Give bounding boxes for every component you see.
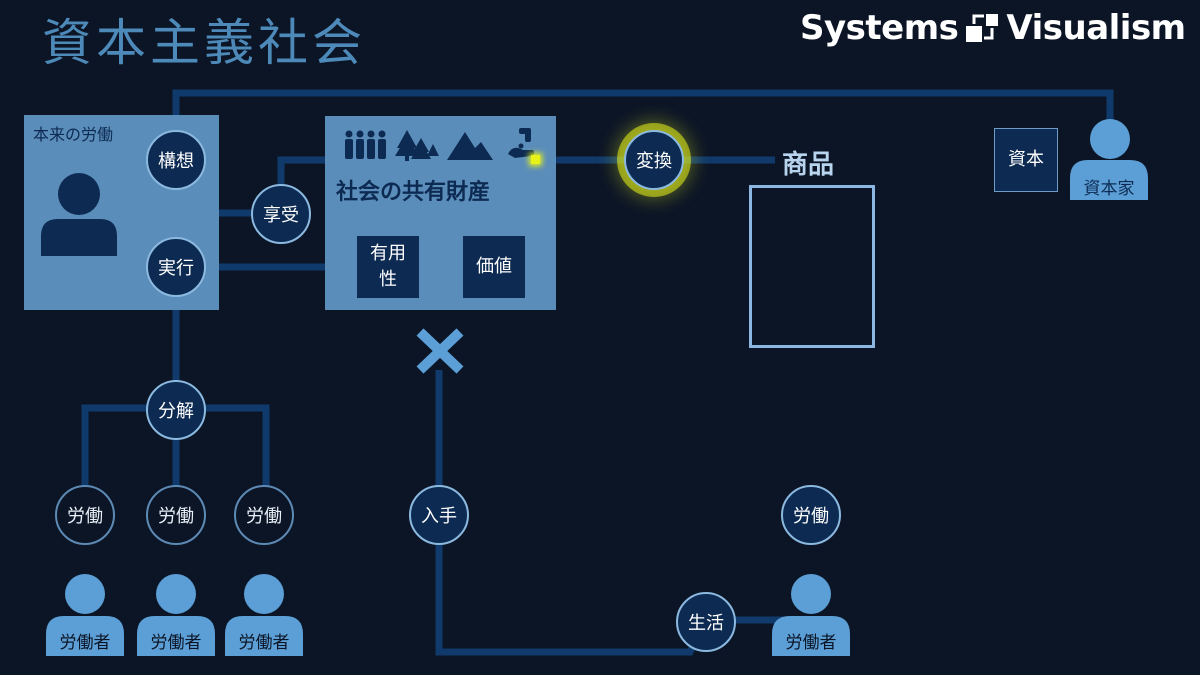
node-henkan: 変換 <box>624 130 684 190</box>
node-seikatsu: 生活 <box>676 592 736 652</box>
value-box: 価値 <box>463 236 525 298</box>
worker-label-right: 労働者 <box>785 632 837 653</box>
common-property-icons <box>345 128 535 161</box>
logo-text-right: Visualism <box>1006 8 1186 48</box>
usefulness-box: 有用 性 <box>357 236 419 298</box>
trees-icon <box>395 130 439 161</box>
product-label: 商品 <box>782 150 835 180</box>
labor-circle-3: 労働 <box>234 485 294 545</box>
common-property-title: 社会の共有財産 <box>336 180 491 205</box>
capital-box: 資本 <box>994 128 1058 192</box>
cross-icon <box>416 328 464 374</box>
node-kyouju: 享受 <box>251 184 311 244</box>
labor-circle-right: 労働 <box>781 485 841 545</box>
node-kousou: 構想 <box>146 130 206 190</box>
node-bunkai: 分解 <box>146 380 206 440</box>
labor-circle-2: 労働 <box>146 485 206 545</box>
original-labor-label: 本来の労働 <box>33 125 114 144</box>
systems-visualism-logo: Systems Visualism <box>800 6 1186 50</box>
capitalist-person-icon <box>1090 119 1130 159</box>
labor-circle-1: 労働 <box>55 485 115 545</box>
worker-label-1: 労働者 <box>59 632 111 653</box>
product-frame <box>749 185 875 348</box>
worker-label-2: 労働者 <box>150 632 202 653</box>
worker-icon-2 <box>137 574 215 656</box>
line-kyouju-up <box>277 156 330 185</box>
water-icon <box>508 128 535 158</box>
mountain-icon <box>447 132 493 160</box>
worker-label-3: 労働者 <box>238 632 290 653</box>
worker-icon-right <box>772 574 850 656</box>
highlight-dot <box>531 155 540 164</box>
node-jikkou: 実行 <box>146 237 206 297</box>
person-icon <box>41 173 117 256</box>
logo-text-left: Systems <box>800 8 959 48</box>
capitalist-body <box>1070 160 1148 200</box>
worker-icon-1 <box>46 574 124 656</box>
node-nyuushu: 入手 <box>409 485 469 545</box>
line-seikatsu-loop <box>435 370 800 656</box>
logo-mark-icon <box>966 14 999 42</box>
people-icon <box>345 130 386 159</box>
page-title: 資本主義社会 <box>42 14 366 72</box>
capitalist-label: 資本家 <box>1083 178 1135 199</box>
worker-icon-3 <box>225 574 303 656</box>
